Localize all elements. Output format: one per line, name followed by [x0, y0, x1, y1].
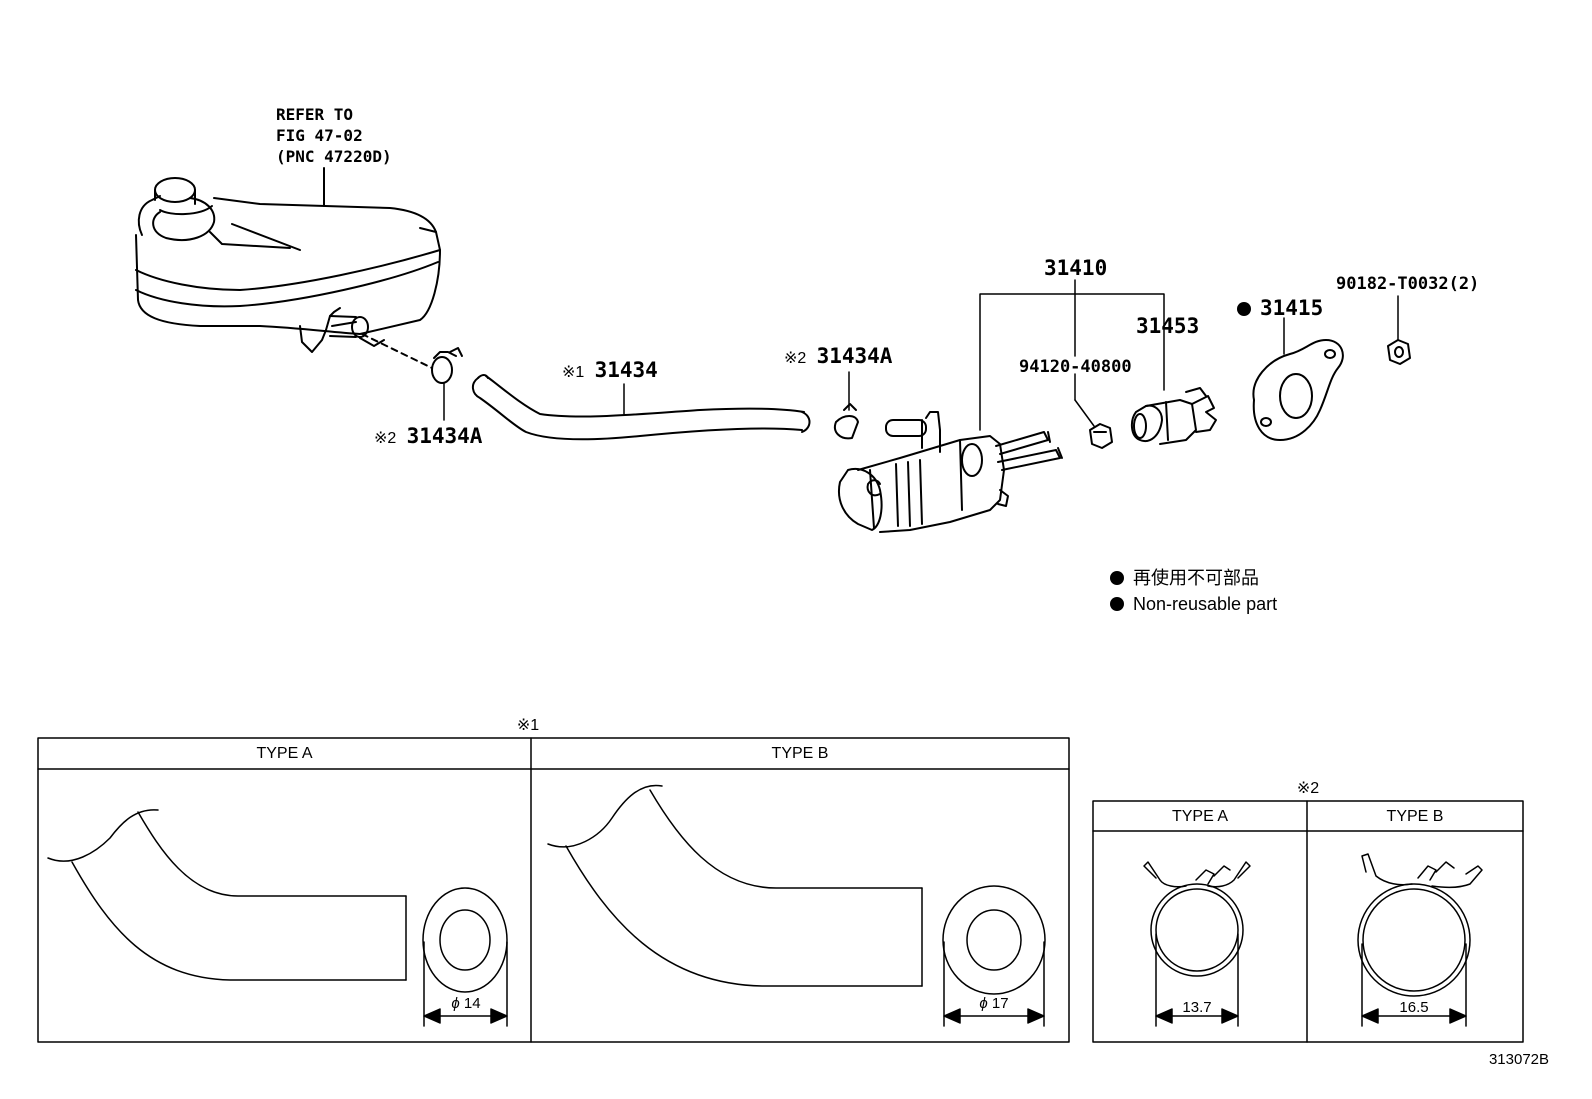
- legend-japanese: 再使用不可部品: [1110, 569, 1259, 587]
- clamp-left-drawing: [431, 347, 463, 421]
- reservoir-tank-drawing: [135, 177, 441, 353]
- reference-line-1: REFER TO: [276, 105, 354, 124]
- hose-type-b-drawing: [547, 784, 1046, 1027]
- reference-note: REFER TO FIG 47-02 (PNC 47220D): [276, 104, 392, 167]
- clamp-right-ref-mark: ※2: [784, 350, 807, 367]
- hose-b-diameter: ϕ 17: [954, 996, 1034, 1011]
- label-hose: ※1 31434: [562, 360, 658, 381]
- clamp-right-drawing: [834, 371, 859, 440]
- clamp-left-number: 31434A: [406, 424, 483, 448]
- label-gasket: 31415: [1237, 298, 1323, 319]
- hose-drawing: [472, 374, 811, 441]
- phi-symbol: ϕ: [979, 995, 988, 1012]
- clamp-b-width: 16.5: [1399, 999, 1429, 1016]
- nut-drawing: [1074, 373, 1113, 449]
- label-nut: 94120-40800: [1019, 357, 1132, 377]
- clamp-type-a-drawing: [1143, 861, 1251, 1027]
- legend-english-text: Non-reusable part: [1133, 594, 1278, 614]
- hose-table-type-b: TYPE B: [771, 745, 829, 762]
- gasket-drawing: [1252, 317, 1344, 441]
- figure-id: 313072B: [1488, 1051, 1550, 1068]
- assembly-bracket: [979, 293, 1165, 431]
- hose-type-a-drawing: [47, 809, 508, 1027]
- clamp-a-width: 13.7: [1182, 999, 1212, 1016]
- label-clamp-left: ※2 31434A: [374, 426, 482, 447]
- clamp-table-type-b: TYPE B: [1386, 808, 1444, 825]
- hose-ref-mark: ※1: [562, 364, 585, 381]
- hose-a-diameter: ϕ 14: [426, 996, 506, 1011]
- clamp-left-ref-mark: ※2: [374, 430, 397, 447]
- legend-dot-icon: [1110, 571, 1124, 585]
- clamp-table-type-a: TYPE A: [1171, 808, 1229, 825]
- legend-japanese-text: 再使用不可部品: [1133, 568, 1259, 588]
- clamp-table-ref: ※2: [1296, 780, 1320, 797]
- label-assembly: 31410: [1044, 256, 1108, 280]
- legend-dot-icon: [1110, 597, 1124, 611]
- reference-line-3: (PNC 47220D): [276, 147, 392, 166]
- master-cylinder-drawing: [838, 411, 1063, 533]
- hose-number: 31434: [594, 358, 658, 382]
- hose-type-table: [37, 737, 1070, 1043]
- bolt-drawing: [1387, 295, 1411, 365]
- hose-table-type-a: TYPE A: [256, 745, 313, 762]
- label-clamp-right: ※2 31434A: [784, 346, 892, 367]
- hose-b-diameter-value: 17: [991, 995, 1009, 1012]
- push-rod-drawing: [1130, 387, 1217, 445]
- label-bolt: 90182-T0032(2): [1336, 274, 1480, 294]
- legend-english: Non-reusable part: [1110, 595, 1277, 613]
- label-gasket-number: 31415: [1260, 296, 1324, 320]
- clamp-dash-leader: [361, 333, 433, 369]
- hose-a-diameter-value: 14: [463, 995, 481, 1012]
- clamp-type-b-drawing: [1357, 853, 1483, 1027]
- label-push-rod: 31453: [1136, 314, 1200, 338]
- clamp-type-table: [1092, 800, 1524, 1043]
- reference-line-2: FIG 47-02: [276, 126, 363, 145]
- non-reusable-mark: [1237, 302, 1251, 316]
- phi-symbol: ϕ: [451, 995, 460, 1012]
- clamp-right-number: 31434A: [816, 344, 893, 368]
- hose-table-ref: ※1: [516, 717, 540, 734]
